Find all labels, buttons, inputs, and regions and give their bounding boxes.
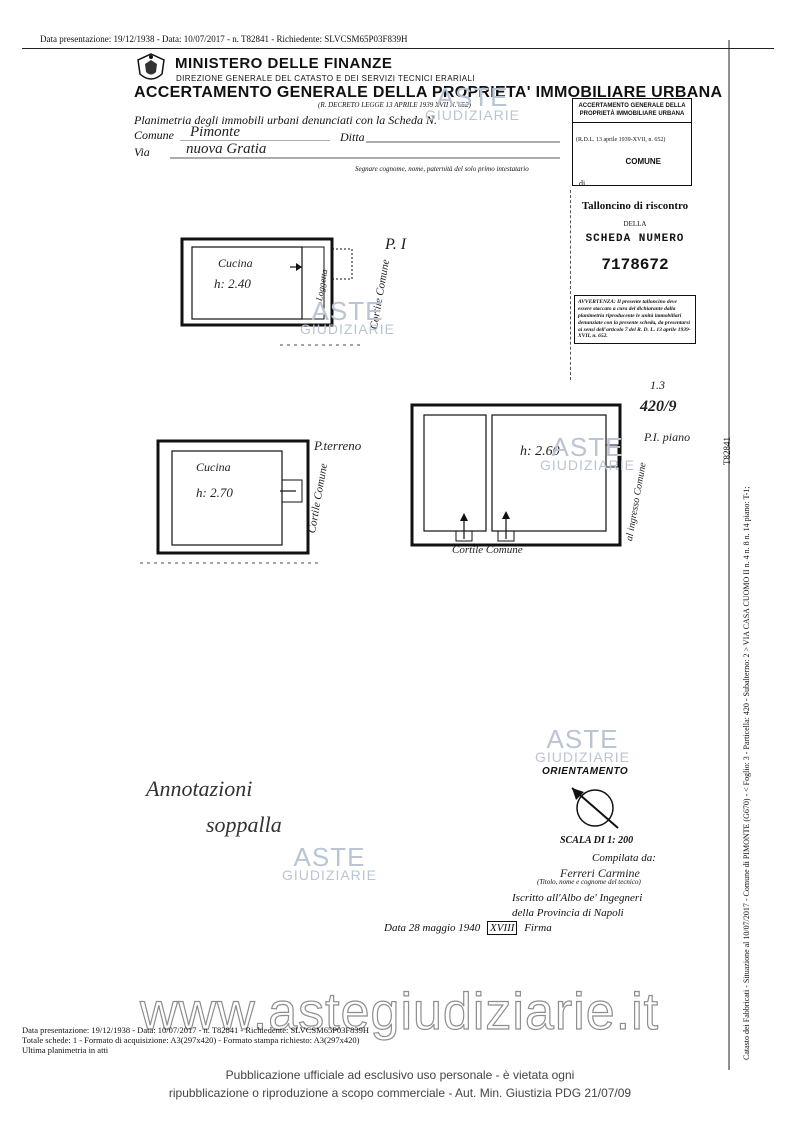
watermark-aste-4: ASTE GIUDIZIARIE — [535, 724, 631, 765]
plan-building-b — [410, 403, 622, 547]
plan-pt-height: h: 2.70 — [196, 485, 233, 500]
header-rule — [22, 48, 774, 49]
annotation-line1: Annotazioni — [146, 776, 253, 801]
scale-label: SCALA DI 1: 200 — [560, 835, 634, 846]
plan-b-height: h: 2.60 — [520, 444, 560, 459]
annotation-line2: soppalla — [206, 812, 282, 837]
plan-first-floor — [180, 237, 360, 346]
catasto-vertical-text: Catasto dei Fabbricati - Situazione al 1… — [742, 486, 751, 1061]
anno-box: XVIII — [487, 921, 518, 935]
stamp-di: di — [579, 179, 586, 188]
document-title: ACCERTAMENTO GENERALE DELLA PROPRIETA' I… — [134, 84, 723, 101]
firma-label: Firma — [524, 922, 552, 934]
footer-line-2: Totale schede: 1 - Formato di acquisizio… — [22, 1034, 360, 1045]
via-value: nuova Gratia — [186, 141, 267, 157]
date-value: Data 28 maggio 1940 — [384, 922, 481, 934]
decreto-note: (R. DECRETO LEGGE 13 APRILE 1939 XVII N.… — [318, 101, 471, 109]
talloncino-della: DELLA — [623, 220, 647, 228]
talloncino-scheda: SCHEDA NUMERO — [585, 233, 685, 245]
plan-label-pt: P.terreno — [314, 438, 362, 453]
scheda-number: 7178672 — [601, 256, 669, 274]
plan-b-ref3: P.I. piano — [644, 430, 691, 444]
compilata-label: Compilata da: — [592, 852, 656, 864]
plan-p1-height: h: 2.40 — [214, 276, 251, 291]
stamp-header: ACCERTAMENTO GENERALE DELLA PROPRIETÀ IM… — [573, 99, 691, 123]
stamp-rdl: (R.D.L. 13 aprile 1939-XVII, n. 652) — [576, 137, 666, 143]
avvertenza-note: AVVERTENZA: Il presente talloncino deve … — [574, 295, 696, 345]
ministero-title: MINISTERO DELLE FINANZE — [175, 55, 393, 72]
compilatore-signature: Ferreri Carmine — [560, 866, 640, 880]
orientamento-label: ORIENTAMENTO — [542, 766, 629, 777]
plan-b-ref1: 1.3 — [650, 378, 665, 392]
iscritto-label: Iscritto all'Albo de' Ingegneri — [512, 892, 643, 904]
watermark-aste-1: ASTE GIUDIZIARIE — [425, 82, 521, 123]
provincia-label: della Provincia di Napoli — [512, 907, 624, 919]
via-label: Via — [134, 145, 150, 159]
plan-pt-room: Cucina — [196, 460, 231, 474]
footer-info: Data presentazione: 19/12/1938 - Data: 1… — [22, 1025, 370, 1055]
footer-line-3: Ultima planimetria in atti — [22, 1044, 109, 1055]
watermark-aste-5: ASTE GIUDIZIARIE — [282, 842, 378, 883]
ditta-label: Ditta — [340, 130, 365, 144]
watermark-aste-2: ASTE GIUDIZIARIE — [300, 296, 396, 337]
watermark-aste-3: ASTE GIUDIZIARIE — [540, 432, 636, 473]
publication-notice-1: Pubblicazione ufficiale ad esclusivo uso… — [225, 1068, 575, 1082]
plan-ground-floor — [140, 439, 320, 564]
planimetria-label: Planimetria degli immobili urbani denunc… — [134, 113, 437, 127]
comune-value: Pimonte — [190, 124, 240, 140]
site-watermark: www.astegiudiziarie.it — [139, 982, 660, 1041]
floor-plans-drawing — [140, 237, 622, 564]
titolo-note: (Titolo, nome e cognome del tecnico) — [537, 878, 641, 886]
north-arrow-icon — [571, 787, 619, 829]
right-margin-line — [728, 40, 730, 1070]
accertamento-stamp: ACCERTAMENTO GENERALE DELLA PROPRIETÀ IM… — [572, 98, 692, 188]
header-top-line: Data presentazione: 19/12/1938 - Data: 1… — [40, 34, 408, 44]
comune-label: Comune — [134, 128, 174, 142]
date-line: Data 28 maggio 1940 XVIII Firma — [384, 921, 552, 935]
underlines — [170, 140, 560, 159]
plan-b-court: Cortile Comune — [452, 544, 523, 556]
plan-p1-room: Cucina — [218, 256, 253, 270]
talloncino-title: Talloncino di riscontro — [581, 200, 689, 212]
plan-b-ref2: 420/9 — [640, 398, 677, 415]
plan-label-p1: P. I — [385, 236, 407, 253]
direzione-title: DIREZIONE GENERALE DEL CATASTO E DEI SER… — [176, 74, 475, 83]
footer-line-1: Data presentazione: 19/12/1938 - Data: 1… — [22, 1025, 370, 1035]
stamp-comune: COMUNE — [625, 157, 661, 166]
publication-notice-2: ripubblicazione o riproduzione a scopo c… — [168, 1086, 632, 1100]
talloncino-border — [570, 190, 693, 380]
segnare-note: Segnare cognome, nome, paternità del sol… — [355, 165, 529, 173]
crest-icon — [137, 53, 165, 80]
